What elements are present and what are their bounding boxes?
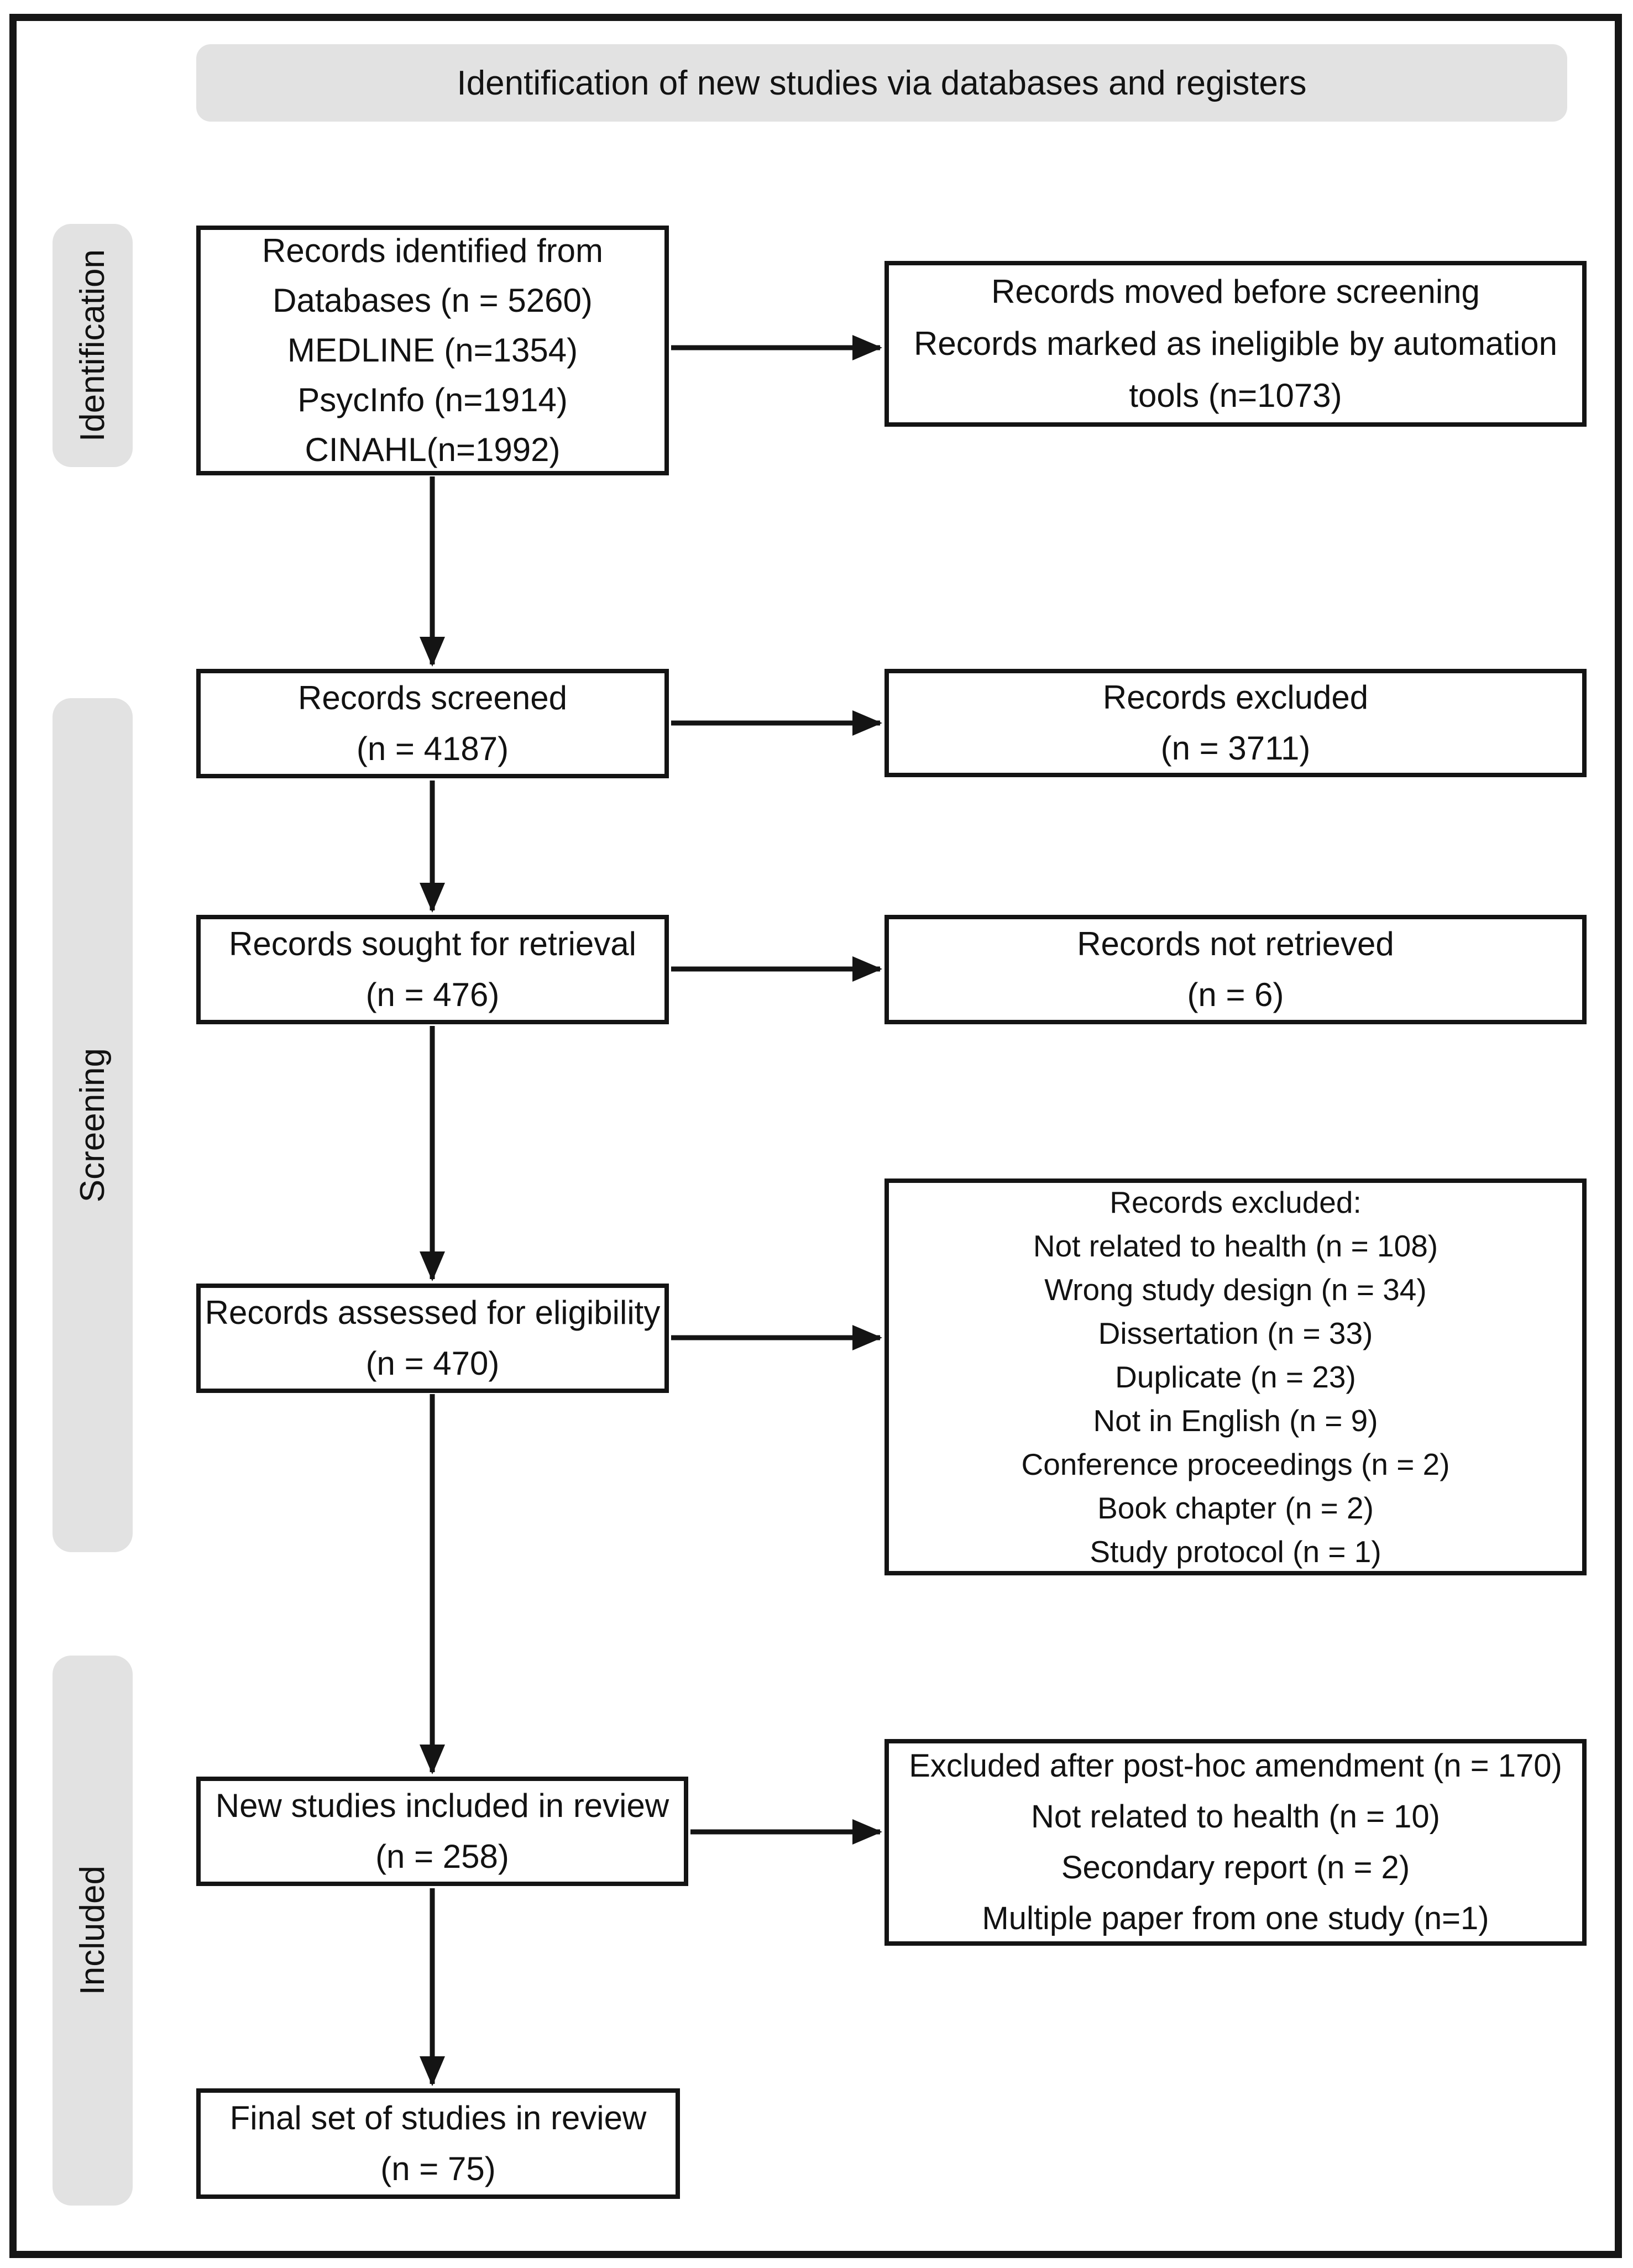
box-line: Records excluded:	[1109, 1185, 1362, 1219]
box-records-assessed: Records assessed for eligibility (n = 47…	[196, 1284, 669, 1393]
box-line: (n = 75)	[380, 2150, 496, 2187]
box-line: Not related to health (n = 10)	[1031, 1799, 1440, 1835]
box-final-set: Final set of studies in review (n = 75)	[196, 2088, 680, 2199]
box-line: Conference proceedings (n = 2)	[1021, 1447, 1450, 1481]
box-line: New studies included in review	[215, 1787, 669, 1824]
stage-label-identification: Identification	[74, 249, 112, 442]
box-records-identified: Records identified from Databases (n = 5…	[196, 226, 669, 475]
box-line: Multiple paper from one study (n=1)	[982, 1900, 1489, 1936]
outer-frame	[9, 14, 1622, 2258]
box-line: Databases (n = 5260)	[273, 282, 593, 319]
box-line: Records identified from	[262, 232, 603, 269]
box-line: Records excluded	[1102, 679, 1369, 716]
box-line: Duplicate (n = 23)	[1115, 1359, 1356, 1394]
box-line: Not related to health (n = 108)	[1033, 1228, 1438, 1263]
title-banner: Identification of new studies via databa…	[196, 44, 1567, 122]
box-line: Records marked as ineligible by automati…	[914, 325, 1557, 362]
box-line: Secondary report (n = 2)	[1061, 1850, 1410, 1885]
box-line: Records screened	[298, 679, 567, 716]
box-line: (n = 258)	[375, 1838, 509, 1875]
box-line: (n = 4187)	[356, 730, 509, 767]
box-records-screened: Records screened (n = 4187)	[196, 669, 669, 778]
stage-label-screening: Screening	[74, 1047, 112, 1203]
stage-band-included: Included	[53, 1656, 133, 2206]
box-line: Final set of studies in review	[229, 2099, 647, 2136]
box-line: Dissertation (n = 33)	[1098, 1316, 1373, 1350]
diagram-title: Identification of new studies via databa…	[457, 64, 1307, 102]
box-line: CINAHL(n=1992)	[305, 431, 561, 468]
box-records-not-retrieved: Records not retrieved (n = 6)	[884, 915, 1587, 1024]
box-records-excluded-reasons: Records excluded: Not related to health …	[884, 1178, 1587, 1575]
box-new-studies-included: New studies included in review (n = 258)	[196, 1777, 688, 1886]
box-records-sought: Records sought for retrieval (n = 476)	[196, 915, 669, 1024]
box-line: (n = 476)	[365, 976, 500, 1013]
box-records-excluded: Records excluded (n = 3711)	[884, 669, 1587, 777]
box-line: Book chapter (n = 2)	[1097, 1490, 1374, 1525]
box-line: Study protocol (n = 1)	[1090, 1534, 1381, 1569]
box-line: (n = 470)	[365, 1345, 500, 1382]
box-line: PsycInfo (n=1914)	[297, 381, 568, 418]
stage-band-identification: Identification	[53, 224, 133, 467]
box-line: Records moved before screening	[991, 273, 1480, 310]
box-line: tools (n=1073)	[1129, 377, 1342, 414]
box-line: Wrong study design (n = 34)	[1044, 1272, 1427, 1307]
box-records-moved: Records moved before screening Records m…	[884, 261, 1587, 427]
box-line: (n = 6)	[1187, 976, 1284, 1013]
box-line: Records not retrieved	[1077, 925, 1394, 962]
box-excluded-posthoc: Excluded after post-hoc amendment (n = 1…	[884, 1739, 1587, 1946]
box-line: Not in English (n = 9)	[1093, 1403, 1378, 1438]
box-line: Records assessed for eligibility	[205, 1294, 661, 1331]
stage-band-screening: Screening	[53, 698, 133, 1552]
box-line: Excluded after post-hoc amendment (n = 1…	[909, 1748, 1562, 1784]
box-line: Records sought for retrieval	[229, 925, 636, 962]
box-line: (n = 3711)	[1160, 730, 1311, 767]
stage-label-included: Included	[74, 1866, 112, 1995]
box-line: MEDLINE (n=1354)	[287, 332, 578, 369]
